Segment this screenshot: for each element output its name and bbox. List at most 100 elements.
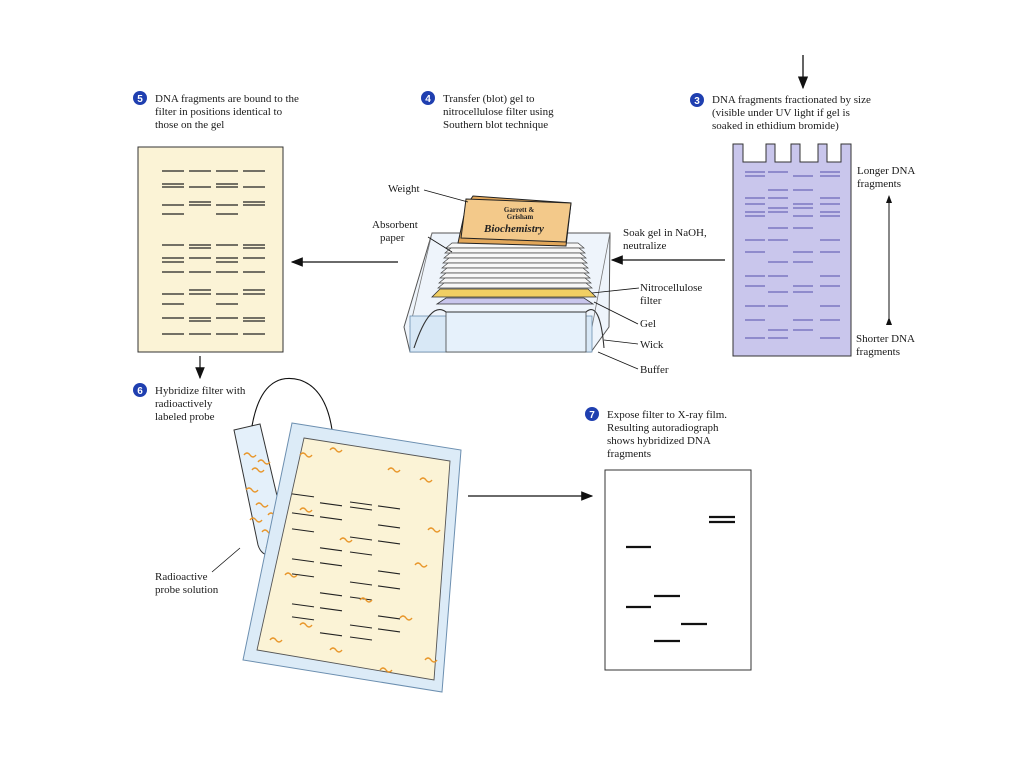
- leader-wick: [603, 339, 639, 345]
- bag-inner-filter: [256, 437, 451, 681]
- gel-body: [732, 143, 852, 357]
- book-top-label: Garrett & Grisham: [504, 206, 536, 221]
- absorbent-paper-sheet: [439, 272, 591, 279]
- bag-filter-band: [291, 558, 315, 563]
- label-weight: Weight: [388, 183, 420, 195]
- bag-filter-band: [319, 502, 343, 507]
- bag-filter-band: [291, 603, 315, 608]
- bag-filter-band: [291, 493, 315, 498]
- bag-filter-band: [349, 581, 373, 586]
- step-7-text: Expose filter to X-ray film. Resulting a…: [607, 409, 730, 460]
- step-3-text: DNA fragments fractionated by size (visi…: [712, 94, 874, 132]
- bag-filter-band: [377, 524, 401, 529]
- step-4-text: Transfer (blot) gel to nitrocellulose fi…: [443, 93, 556, 131]
- bag-filter-band: [377, 540, 401, 545]
- blot-apparatus: Garrett & Grisham Biochemistry: [403, 195, 611, 353]
- hybridization-bag: [242, 422, 462, 693]
- bag-filter-band: [319, 562, 343, 567]
- probe-squiggle: [299, 622, 313, 628]
- leader-probe: [211, 547, 241, 573]
- probe-squiggle: [399, 615, 413, 621]
- step-4-badge: [421, 91, 435, 105]
- gel-slab: [732, 143, 852, 357]
- xray-film: [604, 469, 752, 671]
- label-radioactive-probe: Radioactive probe solution: [155, 571, 219, 596]
- step-6-number: 6: [137, 386, 143, 397]
- gel-layer: [435, 297, 595, 305]
- step-3-number: 3: [694, 96, 700, 107]
- absorbent-paper-sheet: [437, 282, 593, 289]
- step-5-badge: [133, 91, 147, 105]
- bag-filter-band: [377, 628, 401, 633]
- bag-filter-band: [291, 512, 315, 517]
- book-cover: [460, 198, 572, 243]
- bag-filter-band: [319, 632, 343, 637]
- step-4: 4 Transfer (blot) gel to nitrocellulose …: [421, 91, 556, 131]
- autoradiograph-bands: [626, 515, 735, 643]
- probe-squiggle: [387, 467, 401, 473]
- leader-absorbent: [427, 236, 453, 253]
- label-shorter-fragments: Shorter DNA fragments: [856, 333, 917, 358]
- bag-filter-band: [319, 547, 343, 552]
- bag-probe-squiggles: [269, 447, 441, 673]
- bag-filter-band: [349, 551, 373, 556]
- absorbent-paper-sheet: [441, 262, 589, 269]
- absorbent-paper-sheet: [438, 277, 592, 284]
- probe-squiggle: [419, 477, 433, 483]
- probe-squiggle: [329, 447, 343, 453]
- bag-filter-band: [377, 585, 401, 590]
- bag-filter-band: [319, 592, 343, 597]
- bag-filter-bands: [291, 493, 401, 641]
- label-longer-fragments: Longer DNA fragments: [857, 165, 918, 190]
- step-7-number: 7: [589, 410, 595, 421]
- probe-squiggle: [251, 467, 265, 473]
- probe-squiggle: [245, 487, 259, 493]
- bag-filter-band: [377, 615, 401, 620]
- gel-bands: [745, 171, 840, 339]
- probe-squiggle: [243, 452, 257, 458]
- probe-squiggle: [299, 507, 313, 513]
- probe-squiggle: [257, 459, 271, 465]
- bag-filter-band: [349, 501, 373, 506]
- probe-squiggle: [249, 517, 263, 523]
- step-6-badge: [133, 383, 147, 397]
- step-3: 3 DNA fragments fractionated by size (vi…: [690, 93, 874, 132]
- bag-filter-band: [319, 607, 343, 612]
- bag-filter-band: [291, 528, 315, 533]
- wick-support: [445, 311, 587, 353]
- probe-squiggle: [339, 537, 353, 543]
- probe-squiggle: [359, 597, 373, 603]
- label-gel: Gel: [640, 318, 656, 330]
- step-7-badge: [585, 407, 599, 421]
- step-6: 6 Hybridize filter with radioactively la…: [133, 383, 248, 423]
- bag-filter-band: [291, 573, 315, 578]
- step-6-text: Hybridize filter with radioactively labe…: [155, 385, 248, 423]
- step-4-number: 4: [425, 94, 431, 105]
- label-wick: Wick: [640, 339, 664, 351]
- leader-buffer: [597, 351, 639, 370]
- bag-filter-band: [319, 516, 343, 521]
- probe-squiggle: [379, 667, 393, 673]
- absorbent-paper-sheet: [444, 247, 586, 254]
- probe-squiggle: [284, 572, 298, 578]
- probe-squiggle: [269, 637, 283, 643]
- bag-filter-band: [349, 536, 373, 541]
- label-nitrocellulose: Nitrocellulose filter: [640, 282, 705, 307]
- bag-filter-band: [349, 624, 373, 629]
- bag-filter-band: [291, 616, 315, 621]
- leader-nitro: [591, 287, 640, 294]
- probe-squiggle: [255, 502, 269, 508]
- label-soak-gel: Soak gel in NaOH, neutralize: [623, 227, 709, 252]
- probe-squiggle: [424, 657, 438, 663]
- probe-squiggle: [427, 527, 441, 533]
- step-5-number: 5: [137, 94, 143, 105]
- absorbent-paper-sheet: [440, 267, 590, 274]
- probe-squiggle: [299, 452, 313, 458]
- leader-gel: [593, 301, 639, 325]
- absorbent-paper-sheet: [443, 252, 587, 259]
- step-3-badge: [690, 93, 704, 107]
- filter-bands: [162, 170, 265, 335]
- label-absorbent-paper: Absorbent paper: [372, 219, 421, 244]
- bag-filter-band: [377, 505, 401, 510]
